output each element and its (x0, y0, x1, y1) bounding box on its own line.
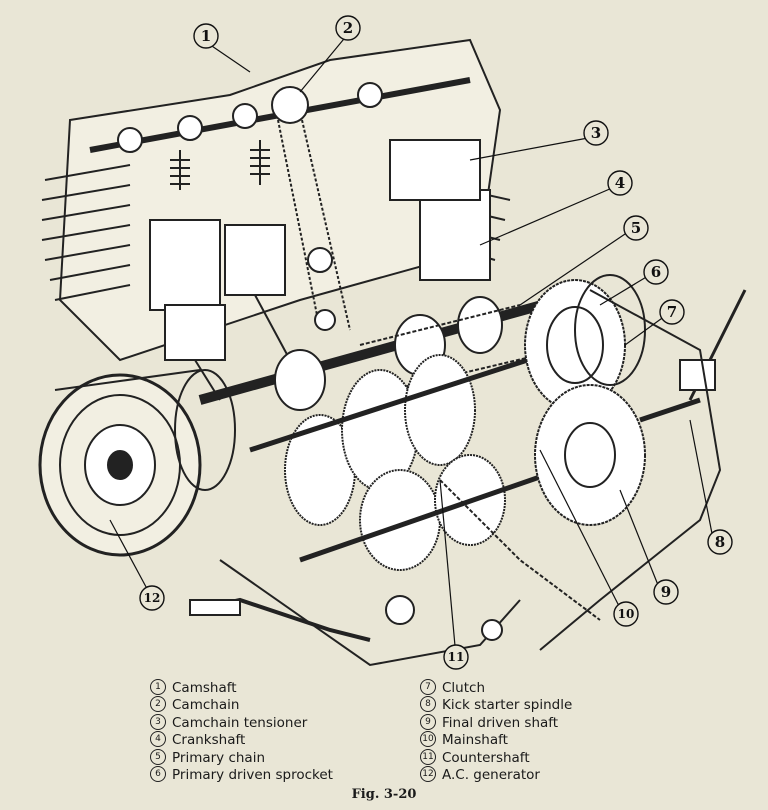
legend-item-kick-starter-spindle: 8 Kick starter spindle (420, 696, 573, 714)
legend-item-final-driven-shaft: 9 Final driven shaft (420, 713, 572, 732)
legend-label: Primary driven sprocket (172, 767, 333, 784)
camchain-drawing (271, 86, 351, 331)
legend-item-camchain: 2 Camchain (150, 696, 333, 714)
legend-label: Final driven shaft (442, 714, 559, 731)
callout-6-number: 6 (651, 263, 661, 281)
callout-1: 1 (193, 23, 219, 49)
legend-item-camshaft: 1 Camshaft (150, 679, 333, 697)
leader-line-10 (539, 449, 623, 613)
engine-cutaway-diagram: 1 2 3 4 5 6 7 8 9 10 11 12 (38, 15, 747, 670)
callout-11: 11 (443, 644, 469, 670)
legend-item-primary-driven-sprocket: 6 Primary driven sprocket (150, 766, 333, 784)
leader-line-6 (599, 275, 649, 306)
legend-label: Camchain tensioner (172, 714, 308, 731)
callout-12-number: 12 (144, 591, 161, 605)
pistons (149, 189, 491, 401)
legend-item-ac-generator: 12 A.C. generator (420, 766, 572, 784)
callout-5: 5 (623, 215, 649, 241)
legend-number: 1 (150, 679, 166, 695)
callout-1-number: 1 (201, 27, 211, 45)
ac-generator-drawing (38, 369, 236, 557)
callout-7-number: 7 (667, 303, 677, 321)
leader-line-3 (469, 137, 589, 161)
leader-line-4 (479, 187, 613, 246)
legend-label: Kick starter spindle (442, 697, 573, 714)
legend-number: 8 (420, 696, 436, 713)
callout-5-number: 5 (631, 219, 641, 237)
callout-3-number: 3 (591, 124, 601, 142)
legend-number: 11 (420, 748, 436, 765)
leader-line-9 (619, 489, 661, 591)
leader-line-12 (109, 519, 153, 599)
legend-number: 9 (420, 713, 436, 730)
callout-2-number: 2 (343, 19, 353, 37)
legend-item-clutch: 7 Clutch (420, 679, 572, 697)
legend-item-camchain-tensioner: 3 Camchain tensioner (150, 713, 333, 732)
legend-label: A.C. generator (442, 767, 540, 784)
callout-11-number: 11 (448, 650, 465, 664)
callout-4-number: 4 (615, 174, 625, 192)
callout-6: 6 (643, 259, 669, 285)
callout-7: 7 (659, 299, 685, 325)
crankcase-outline (54, 289, 722, 651)
kick-starter-drawing (639, 289, 747, 423)
legend-item-primary-chain: 5 Primary chain (150, 748, 333, 767)
legend-label: Crankshaft (172, 732, 246, 749)
leader-line-7 (624, 315, 666, 346)
legend-label: Camchain (172, 697, 240, 714)
gear-pedal-drawing (189, 559, 521, 667)
callout-2: 2 (335, 15, 361, 41)
legend-number: 2 (150, 696, 166, 713)
callout-10: 10 (613, 601, 639, 627)
leader-line-11 (439, 479, 457, 658)
tensioner-drawing (307, 139, 481, 331)
leader-line-5 (519, 231, 629, 306)
legend-label: Camshaft (172, 680, 237, 696)
legend-item-mainshaft: 10 Mainshaft (420, 731, 572, 749)
final-sprocket-drawing (439, 384, 646, 621)
leader-line-2 (299, 33, 349, 93)
legend-number: 10 (420, 731, 436, 748)
legend-number: 6 (150, 766, 166, 783)
transmission-gears (249, 327, 621, 571)
callout-12: 12 (139, 585, 165, 611)
callout-8: 8 (707, 529, 733, 555)
legend-number: 12 (420, 766, 436, 783)
figure-caption: Fig. 3-20 (351, 787, 417, 802)
legend-number: 3 (150, 713, 166, 730)
legend-number: 7 (420, 679, 436, 695)
legend-number: 5 (150, 748, 166, 765)
callout-10-number: 10 (618, 607, 635, 621)
leader-line-1 (205, 41, 251, 73)
callout-9: 9 (653, 579, 679, 605)
legend-number: 4 (150, 731, 166, 748)
callout-4: 4 (607, 170, 633, 196)
crankshaft-drawing (198, 295, 562, 411)
legend-label: Clutch (442, 680, 486, 696)
legend-item-countershaft: 11 Countershaft (420, 748, 572, 767)
legend-column-right: 7 Clutch 8 Kick starter spindle 9 Final dri… (420, 679, 573, 784)
legend-label: Primary chain (172, 749, 266, 766)
legend-label: Countershaft (442, 749, 530, 766)
callout-9-number: 9 (661, 583, 671, 601)
callout-8-number: 8 (715, 533, 725, 551)
leader-line-8 (689, 419, 715, 545)
legend-label: Mainshaft (442, 732, 508, 749)
legend-item-crankshaft: 4 Crankshaft (150, 731, 333, 749)
callout-3: 3 (583, 120, 609, 146)
